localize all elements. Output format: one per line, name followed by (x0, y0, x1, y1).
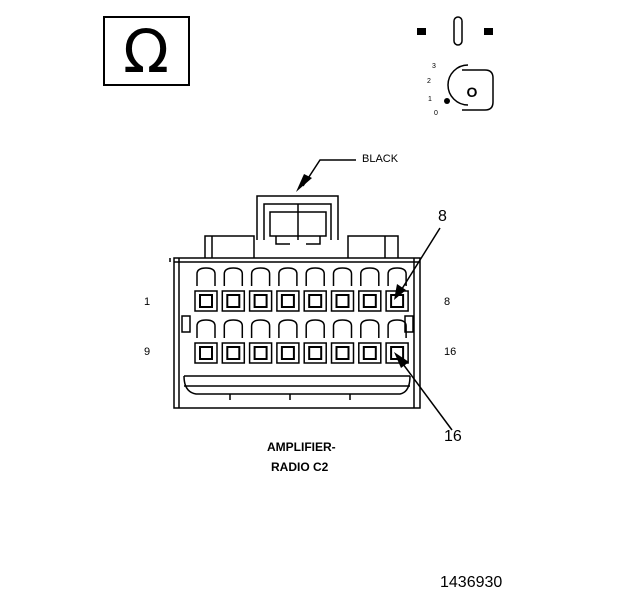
connector-color-label: BLACK (362, 153, 399, 165)
pin-callouts (394, 227, 453, 431)
ignition-position-2: 2 (427, 78, 431, 85)
cavity-15 (358, 319, 382, 364)
callout-pin-8: 8 (438, 208, 447, 225)
ohm-meter-icon: Ω (103, 16, 190, 87)
ignition-key-icon: O 3 2 1 0 (417, 16, 494, 117)
cavity-7 (358, 267, 382, 312)
row-top-end-label: 8 (444, 296, 451, 308)
cavity-5 (303, 267, 327, 312)
cavity-6 (330, 267, 355, 312)
figure-number: 1436930 (440, 574, 503, 591)
cavity-4 (276, 267, 300, 312)
cavity-3 (248, 267, 273, 312)
ohm-symbol: Ω (123, 17, 169, 87)
row-bottom-start-label: 9 (144, 346, 151, 358)
cavity-2 (221, 267, 246, 312)
ignition-position-3: 3 (432, 63, 436, 70)
color-callout (296, 159, 356, 192)
cavity-14 (330, 319, 355, 364)
connector-body (169, 195, 421, 409)
cavity-9 (194, 319, 218, 364)
cavity-11 (248, 319, 273, 364)
cavity-grid (194, 267, 409, 364)
callout-pin-16: 16 (444, 428, 462, 445)
cavity-12 (276, 319, 300, 364)
key-letter: O (467, 84, 478, 100)
cavity-1 (194, 267, 218, 312)
connector-name-line1: AMPLIFIER- (267, 440, 336, 454)
row-top-start-label: 1 (144, 296, 151, 308)
ignition-position-0: 0 (434, 110, 438, 117)
ignition-position-1: 1 (428, 96, 432, 103)
row-bottom-end-label: 16 (444, 346, 457, 358)
cavity-13 (303, 319, 327, 364)
cavity-10 (221, 319, 246, 364)
connector-name-line2: RADIO C2 (271, 460, 329, 474)
